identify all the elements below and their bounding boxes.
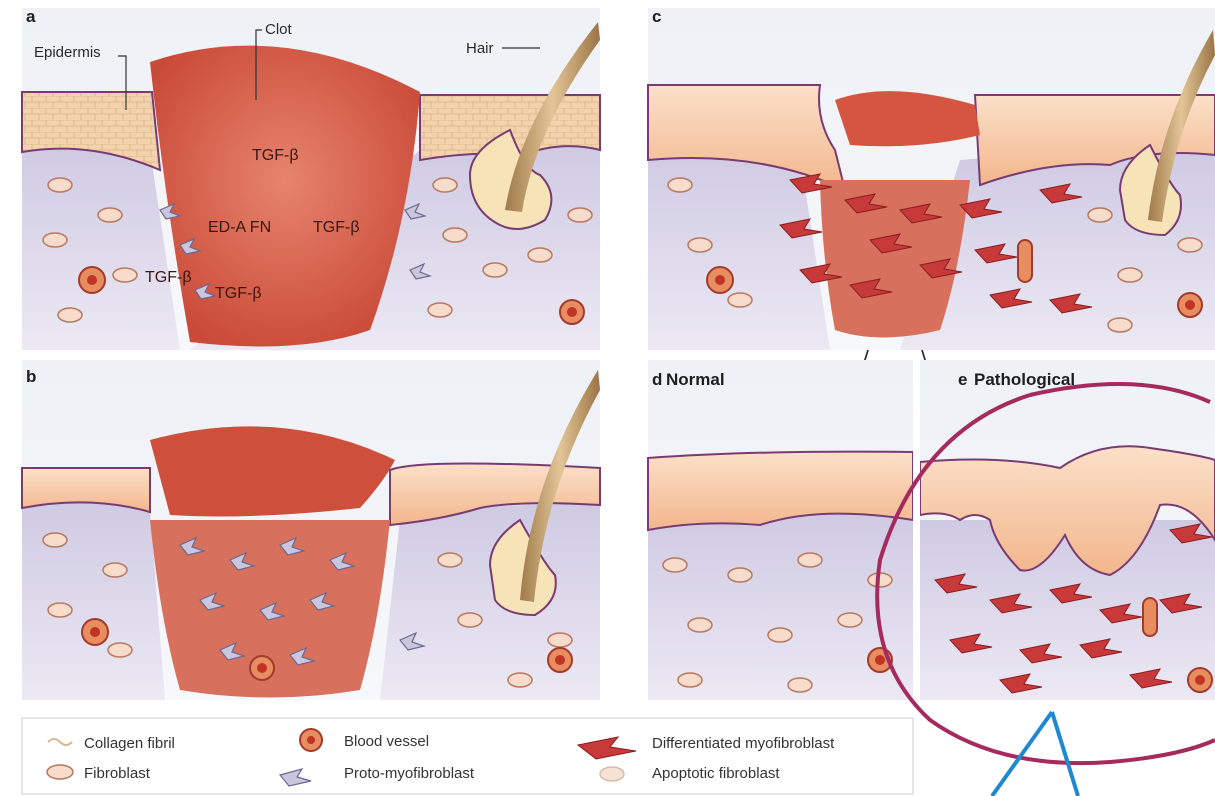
legend-collagen: Collagen fibril <box>84 735 175 752</box>
legend-box <box>22 718 913 794</box>
clot <box>150 46 420 347</box>
panel-d-letter: d <box>652 370 662 389</box>
legend: Collagen fibril Fibroblast Blood vessel … <box>22 718 913 794</box>
panel-e: e Pathological <box>920 360 1215 700</box>
panel-a-letter: a <box>26 7 36 26</box>
epidermis-label: Epidermis <box>34 44 101 61</box>
legend-blood-vessel: Blood vessel <box>344 733 429 750</box>
panel-d: d Normal <box>648 360 913 700</box>
panel-e-title: Pathological <box>974 370 1075 389</box>
fibroblast-icon <box>47 765 73 779</box>
tgf-beta-label-1: TGF-β <box>252 147 299 164</box>
panel-e-letter: e <box>958 370 967 389</box>
panel-c-letter: c <box>652 7 661 26</box>
clot-label: Clot <box>265 21 293 38</box>
apoptotic-fibroblast-icon <box>600 767 624 781</box>
legend-differentiated: Differentiated myofibroblast <box>652 735 835 752</box>
tgf-beta-label-2: TGF-β <box>313 219 360 236</box>
panel-b-dermis-left <box>22 501 165 700</box>
legend-apoptotic: Apoptotic fibroblast <box>652 765 780 782</box>
panel-a: a Epidermis Clot Hair TGF-β ED-A FN TGF-… <box>22 7 600 350</box>
panel-b: b <box>22 360 600 700</box>
tgf-beta-label-3: TGF-β <box>145 269 192 286</box>
hair-label: Hair <box>466 40 494 57</box>
ed-a-fn-label: ED-A FN <box>208 219 271 236</box>
panel-d-title: Normal <box>666 370 725 389</box>
legend-proto: Proto-myofibroblast <box>344 765 475 782</box>
panel-b-letter: b <box>26 367 36 386</box>
panel-c: c <box>648 7 1215 404</box>
tgf-beta-label-4: TGF-β <box>215 285 262 302</box>
panel-divider <box>913 355 920 705</box>
legend-fibroblast: Fibroblast <box>84 765 151 782</box>
